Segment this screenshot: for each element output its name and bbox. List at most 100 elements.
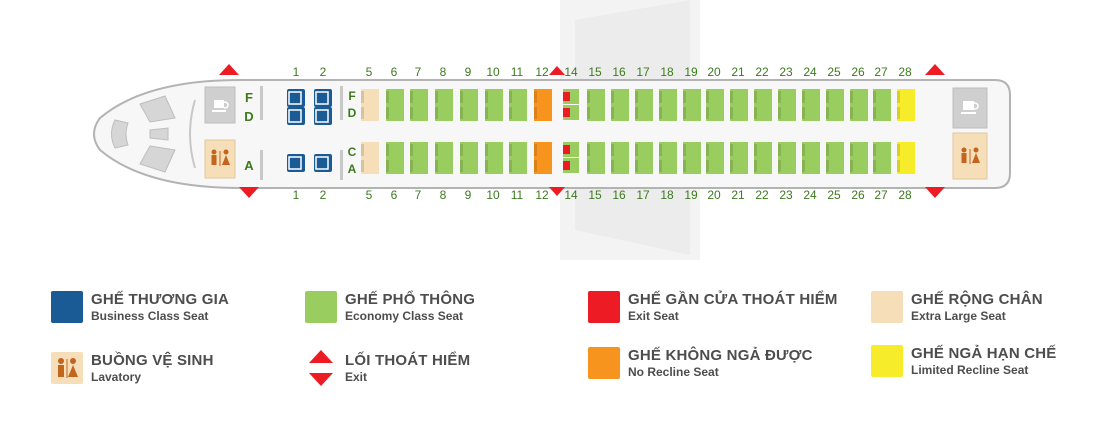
economy-seat[interactable] bbox=[509, 142, 527, 158]
economy-seat[interactable] bbox=[873, 105, 891, 121]
legend-label-vi: GHẾ RỘNG CHÂN bbox=[911, 291, 1043, 308]
economy-seat[interactable] bbox=[778, 89, 796, 105]
economy-seat[interactable] bbox=[730, 105, 748, 121]
economy-seat[interactable] bbox=[730, 89, 748, 105]
economy-seat[interactable] bbox=[706, 105, 724, 121]
economy-seat[interactable] bbox=[826, 158, 844, 174]
economy-seat[interactable] bbox=[435, 89, 453, 105]
seat-back bbox=[534, 160, 537, 172]
economy-seat[interactable] bbox=[683, 158, 701, 174]
economy-seat[interactable] bbox=[587, 105, 605, 121]
no-recline-seat[interactable] bbox=[534, 89, 552, 105]
extra-large-seat[interactable] bbox=[361, 89, 379, 105]
economy-seat[interactable] bbox=[509, 158, 527, 174]
economy-seat[interactable] bbox=[802, 142, 820, 158]
economy-seat[interactable] bbox=[509, 105, 527, 121]
seat-back bbox=[485, 160, 488, 172]
economy-seat[interactable] bbox=[850, 158, 868, 174]
economy-seat[interactable] bbox=[802, 89, 820, 105]
economy-seat[interactable] bbox=[778, 105, 796, 121]
row-number-top: 25 bbox=[827, 65, 841, 79]
no-recline-seat[interactable] bbox=[534, 105, 552, 121]
economy-seat[interactable] bbox=[485, 89, 503, 105]
limited-recline-seat[interactable] bbox=[897, 142, 915, 158]
economy-seat[interactable] bbox=[683, 105, 701, 121]
economy-seat[interactable] bbox=[410, 142, 428, 158]
economy-seat[interactable] bbox=[435, 158, 453, 174]
economy-seat[interactable] bbox=[635, 105, 653, 121]
economy-seat[interactable] bbox=[386, 158, 404, 174]
limited-recline-seat[interactable] bbox=[897, 158, 915, 174]
economy-seat[interactable] bbox=[410, 158, 428, 174]
economy-seat[interactable] bbox=[635, 89, 653, 105]
row-number-top: 16 bbox=[612, 65, 626, 79]
economy-seat[interactable] bbox=[683, 89, 701, 105]
economy-seat[interactable] bbox=[873, 158, 891, 174]
seat-back bbox=[802, 160, 805, 172]
extra-large-seat[interactable] bbox=[361, 142, 379, 158]
economy-seat[interactable] bbox=[873, 89, 891, 105]
economy-seat[interactable] bbox=[587, 89, 605, 105]
economy-seat[interactable] bbox=[850, 142, 868, 158]
economy-seat[interactable] bbox=[659, 105, 677, 121]
economy-seat[interactable] bbox=[659, 89, 677, 105]
economy-seat[interactable] bbox=[826, 105, 844, 121]
economy-seat[interactable] bbox=[460, 105, 478, 121]
economy-seat[interactable] bbox=[683, 142, 701, 158]
economy-seat[interactable] bbox=[754, 105, 772, 121]
limited-recline-seat[interactable] bbox=[897, 105, 915, 121]
economy-seat[interactable] bbox=[386, 105, 404, 121]
economy-seat[interactable] bbox=[850, 105, 868, 121]
economy-seat[interactable] bbox=[826, 89, 844, 105]
economy-seat[interactable] bbox=[611, 105, 629, 121]
row-number-bottom: 11 bbox=[511, 188, 524, 202]
economy-seat[interactable] bbox=[386, 142, 404, 158]
economy-seat[interactable] bbox=[706, 89, 724, 105]
economy-seat[interactable] bbox=[873, 142, 891, 158]
economy-seat[interactable] bbox=[460, 89, 478, 105]
economy-seat[interactable] bbox=[730, 142, 748, 158]
economy-seat[interactable] bbox=[587, 142, 605, 158]
no-recline-seat[interactable] bbox=[534, 158, 552, 174]
row-number-bottom: 2 bbox=[320, 188, 327, 202]
economy-seat[interactable] bbox=[778, 142, 796, 158]
economy-seat[interactable] bbox=[485, 158, 503, 174]
economy-seat[interactable] bbox=[509, 89, 527, 105]
economy-seat[interactable] bbox=[435, 105, 453, 121]
economy-seat[interactable] bbox=[435, 142, 453, 158]
economy-seat[interactable] bbox=[754, 158, 772, 174]
economy-seat[interactable] bbox=[706, 158, 724, 174]
economy-seat[interactable] bbox=[659, 142, 677, 158]
economy-seat[interactable] bbox=[659, 158, 677, 174]
extra-large-seat[interactable] bbox=[361, 158, 379, 174]
bulkhead bbox=[340, 86, 343, 120]
economy-seat[interactable] bbox=[611, 158, 629, 174]
economy-seat[interactable] bbox=[778, 158, 796, 174]
economy-seat[interactable] bbox=[460, 142, 478, 158]
economy-seat[interactable] bbox=[485, 105, 503, 121]
economy-seat[interactable] bbox=[754, 142, 772, 158]
economy-seat[interactable] bbox=[386, 89, 404, 105]
economy-seat[interactable] bbox=[754, 89, 772, 105]
no-recline-seat[interactable] bbox=[534, 142, 552, 158]
economy-seat[interactable] bbox=[802, 158, 820, 174]
economy-seat[interactable] bbox=[850, 89, 868, 105]
economy-seat[interactable] bbox=[410, 105, 428, 121]
economy-seat[interactable] bbox=[410, 89, 428, 105]
economy-seat[interactable] bbox=[611, 89, 629, 105]
extra-large-seat[interactable] bbox=[361, 105, 379, 121]
legend-label-en: Exit bbox=[345, 370, 368, 384]
economy-seat[interactable] bbox=[611, 142, 629, 158]
economy-seat[interactable] bbox=[706, 142, 724, 158]
economy-seat[interactable] bbox=[826, 142, 844, 158]
seat-back bbox=[460, 107, 463, 119]
limited-recline-seat[interactable] bbox=[897, 89, 915, 105]
seat-back bbox=[706, 91, 709, 103]
economy-seat[interactable] bbox=[635, 142, 653, 158]
economy-seat[interactable] bbox=[460, 158, 478, 174]
economy-seat[interactable] bbox=[730, 158, 748, 174]
economy-seat[interactable] bbox=[485, 142, 503, 158]
economy-seat[interactable] bbox=[635, 158, 653, 174]
economy-seat[interactable] bbox=[802, 105, 820, 121]
economy-seat[interactable] bbox=[587, 158, 605, 174]
